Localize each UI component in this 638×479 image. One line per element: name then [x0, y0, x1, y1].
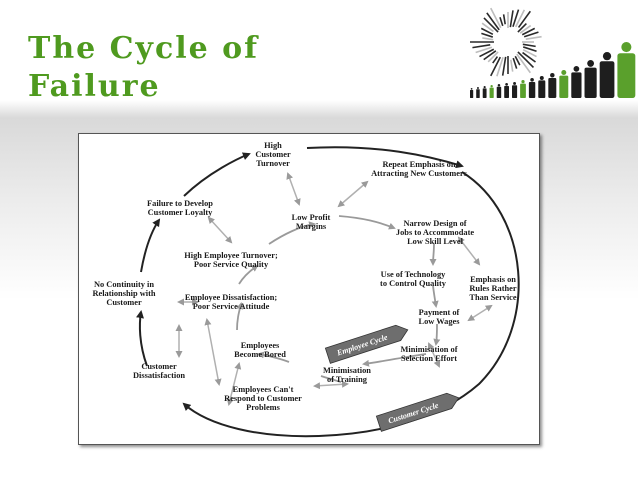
node-employee-turnover: High Employee Turnover;Poor Service Qual…	[184, 250, 278, 269]
customer-cycle-arrows	[136, 146, 520, 438]
title-line-2: Failure	[28, 69, 161, 104]
diagram-connectors: Employee Cycle Customer Cycle	[136, 146, 520, 438]
slide-title: The Cycle of Failure	[28, 30, 259, 106]
node-employee-dissatisfaction: Employee Dissatisfaction;Poor Service At…	[184, 292, 278, 311]
title-line-1: The Cycle of	[28, 31, 260, 66]
employee-cycle-arrows	[236, 215, 441, 383]
employee-cycle-band: Employee Cycle	[324, 324, 409, 364]
people-spiral-logo	[470, 7, 636, 98]
customer-cycle-band: Customer Cycle	[375, 392, 460, 432]
link-arrows	[175, 172, 493, 406]
